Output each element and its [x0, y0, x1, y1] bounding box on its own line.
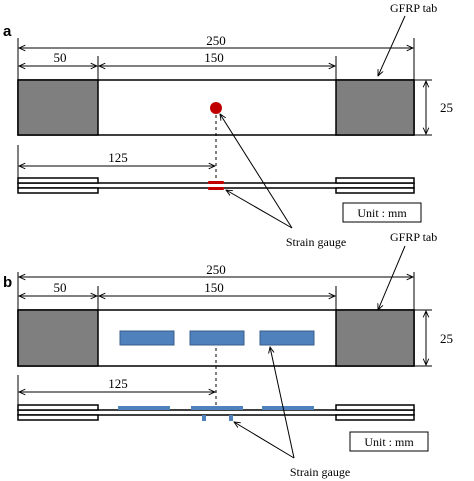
panel-b-side-gauge-left: [118, 406, 170, 410]
panel-b-tab-right: [335, 309, 415, 367]
panel-a: a GFRP tab 250 50 150 25 125: [3, 1, 453, 249]
panel-b-side-tab-left-top: [17, 404, 99, 411]
panel-a-dim-gauge-length: 150: [204, 50, 224, 65]
panel-b-side-gauge-bottom-right: [229, 415, 233, 421]
panel-a-tab-leader: [378, 15, 406, 76]
panel-b-unit-label: Unit : mm: [364, 435, 414, 449]
panel-b-dim-tab: 50: [54, 280, 67, 295]
panel-a-side-gauge-bottom: [208, 187, 224, 190]
panel-b-dim-total: 250: [206, 262, 226, 277]
panel-a-unit-label: Unit : mm: [357, 206, 407, 220]
panel-a-tab-label: GFRP tab: [390, 1, 437, 15]
panel-a-side-tab-left-top: [17, 177, 99, 184]
panel-b-side-gauge-right: [262, 406, 314, 410]
panel-b-gauge-leader-top: [270, 347, 295, 459]
panel-a-gauge-top: [210, 102, 222, 114]
panel-b-dim-gauge-position: 125: [108, 376, 128, 391]
panel-a-dim-gauge-position: 125: [108, 150, 128, 165]
panel-b: b GFRP tab 250 50 150 25 125: [3, 230, 453, 479]
panel-b-side-gauge-bottom-left: [202, 415, 206, 421]
panel-b-tab-label: GFRP tab: [390, 230, 437, 244]
panel-b-gauge-top-center: [189, 330, 245, 346]
panel-b-side-tab-right-top: [335, 404, 415, 411]
panel-a-letter: a: [3, 23, 12, 40]
panel-b-side-tab-right-bottom: [335, 414, 415, 421]
panel-a-tab-right: [335, 79, 415, 136]
panel-b-unit-box: [349, 431, 429, 452]
panel-b-side-tab-left-bottom: [17, 414, 99, 421]
panel-a-side-gauge-top: [208, 181, 224, 184]
panel-b-tab-leader: [378, 245, 406, 310]
panel-b-dim-gauge-length: 150: [204, 280, 224, 295]
panel-a-side-tab-left-bottom: [17, 187, 99, 194]
panel-a-gauge-leader-side: [226, 190, 293, 229]
panel-a-dim-total: 250: [206, 33, 226, 48]
panel-b-letter: b: [3, 274, 12, 291]
panel-a-gauge-label: Strain gauge: [286, 235, 346, 249]
panel-b-tab-left: [17, 309, 99, 367]
panel-a-side-tab-right-bottom: [335, 187, 415, 194]
panel-b-gauge-leader-side: [234, 422, 295, 459]
panel-a-gauge-leader-top: [220, 114, 293, 229]
panel-b-gauge-top-left: [119, 330, 175, 346]
panel-a-side-tab-right-top: [335, 177, 415, 184]
panel-b-gauge-top-right: [259, 330, 315, 346]
panel-b-gauge-label: Strain gauge: [290, 465, 350, 479]
panel-a-dim-width: 25: [440, 100, 453, 115]
panel-a-dim-tab: 50: [54, 50, 67, 65]
panel-a-unit-box: [342, 202, 422, 223]
panel-a-tab-left: [17, 79, 99, 136]
panel-b-dim-width: 25: [440, 331, 453, 346]
panel-b-side-gauge-center: [191, 406, 243, 410]
